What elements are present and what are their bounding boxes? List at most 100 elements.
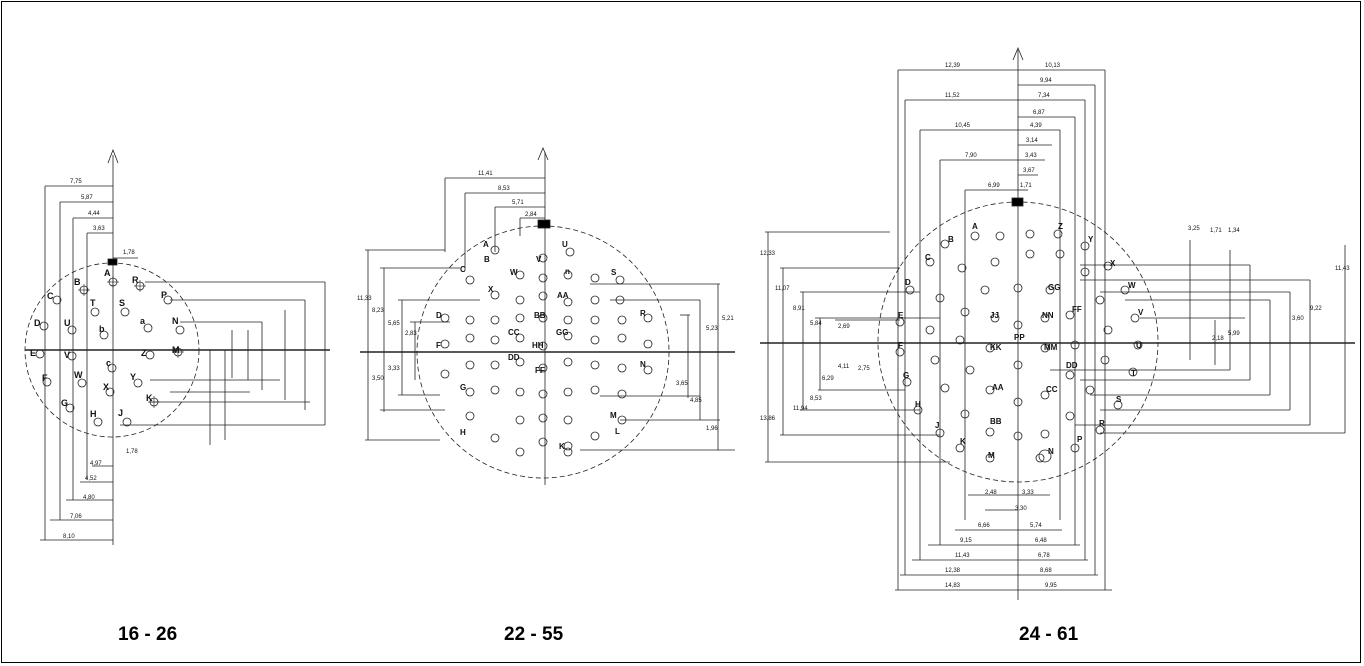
svg-text:G: G [903,371,909,380]
svg-text:c: c [106,358,111,368]
svg-text:6,66: 6,66 [978,523,990,529]
svg-text:U: U [562,240,568,249]
svg-text:P: P [161,290,167,300]
svg-text:14,83: 14,83 [945,583,961,589]
svg-text:D: D [436,311,442,320]
svg-text:8,91: 8,91 [793,306,805,312]
key-mark [107,258,118,266]
svg-text:Y: Y [1088,235,1094,244]
svg-text:D: D [34,318,41,328]
svg-text:8,68: 8,68 [1040,568,1052,574]
svg-text:2,75: 2,75 [858,366,870,372]
contacts-24-61 [895,229,1143,463]
svg-text:PP: PP [1014,333,1025,342]
svg-text:W: W [510,268,518,277]
svg-text:3,63: 3,63 [93,226,105,232]
svg-text:JJ: JJ [990,311,999,320]
svg-text:8,53: 8,53 [810,396,822,402]
svg-text:4,80: 4,80 [83,495,95,501]
svg-text:CC: CC [1046,385,1058,394]
svg-text:FF: FF [1072,305,1082,314]
svg-text:5,87: 5,87 [81,195,93,201]
svg-text:T: T [90,298,96,308]
contacts-16-26 [35,276,185,427]
caption-22-55: 22 - 55 [504,624,564,645]
svg-text:8,53: 8,53 [498,186,510,192]
svg-text:R: R [1099,419,1105,428]
svg-text:FF: FF [535,366,545,375]
svg-text:GG: GG [1048,283,1060,292]
svg-text:V: V [536,255,542,264]
svg-text:6,48: 6,48 [1035,538,1047,544]
svg-text:5,71: 5,71 [512,200,524,206]
svg-text:V: V [64,350,70,360]
svg-text:U: U [64,318,71,328]
svg-text:3,67: 3,67 [1023,168,1035,174]
svg-text:4,52: 4,52 [85,476,97,482]
svg-text:4,85: 4,85 [690,398,702,404]
svg-text:1,34: 1,34 [1228,228,1240,234]
svg-text:HH: HH [532,341,544,350]
svg-text:3,60: 3,60 [1292,316,1304,322]
diagram-22-55 [360,146,735,485]
svg-text:5,99: 5,99 [1228,331,1240,337]
svg-text:8,10: 8,10 [63,534,75,540]
svg-text:6,78: 6,78 [1038,553,1050,559]
svg-text:6,99: 6,99 [988,183,1000,189]
svg-text:7,90: 7,90 [965,153,977,159]
svg-text:12,33: 12,33 [760,251,776,257]
svg-text:4,11: 4,11 [838,364,850,370]
svg-text:BB: BB [990,417,1002,426]
svg-text:F: F [898,341,903,350]
svg-text:3,65: 3,65 [676,381,688,387]
svg-text:9,22: 9,22 [1310,306,1322,312]
svg-text:A: A [483,240,489,249]
svg-text:11,52: 11,52 [945,93,960,99]
svg-text:3,50: 3,50 [372,376,384,382]
svg-text:1,71: 1,71 [1210,228,1222,234]
svg-text:11,94: 11,94 [793,406,808,412]
svg-text:BB: BB [534,311,546,320]
svg-text:S: S [1116,395,1122,404]
svg-text:B: B [74,277,81,287]
svg-text:1,78: 1,78 [123,250,135,256]
svg-text:J: J [935,421,939,430]
svg-text:9,15: 9,15 [960,538,972,544]
caption-24-61: 24 - 61 [1019,624,1079,645]
svg-text:S: S [119,298,125,308]
svg-text:GG: GG [556,328,568,337]
svg-text:3,30: 3,30 [1015,506,1027,512]
contacts-22-55 [440,245,653,457]
svg-text:X: X [488,285,494,294]
svg-text:1,78: 1,78 [126,449,138,455]
svg-text:7,75: 7,75 [70,179,82,185]
svg-text:MM: MM [1044,343,1058,352]
svg-text:3,25: 3,25 [1188,226,1200,232]
svg-text:DD: DD [1066,361,1078,370]
svg-text:a: a [140,316,146,326]
svg-text:2,84: 2,84 [525,212,537,218]
svg-text:M: M [172,345,180,355]
svg-text:H: H [915,400,921,409]
svg-text:Y: Y [130,372,136,382]
svg-text:4,44: 4,44 [88,211,100,217]
svg-text:Z: Z [1058,222,1063,231]
svg-text:2,48: 2,48 [985,490,997,496]
svg-text:3,43: 3,43 [1025,153,1037,159]
svg-text:L: L [615,427,620,436]
svg-text:S: S [611,268,617,277]
svg-text:G: G [61,398,68,408]
svg-text:1,71: 1,71 [1020,183,1032,189]
svg-text:8,23: 8,23 [372,308,384,314]
svg-text:11,43: 11,43 [1335,266,1350,272]
svg-text:3,33: 3,33 [388,366,400,372]
svg-text:H: H [90,409,97,419]
svg-text:5,74: 5,74 [1030,523,1042,529]
svg-text:7,34: 7,34 [1038,93,1050,99]
svg-text:C: C [925,253,931,262]
svg-text:B: B [484,255,490,264]
svg-text:AA: AA [557,291,569,300]
svg-text:E: E [30,348,36,358]
